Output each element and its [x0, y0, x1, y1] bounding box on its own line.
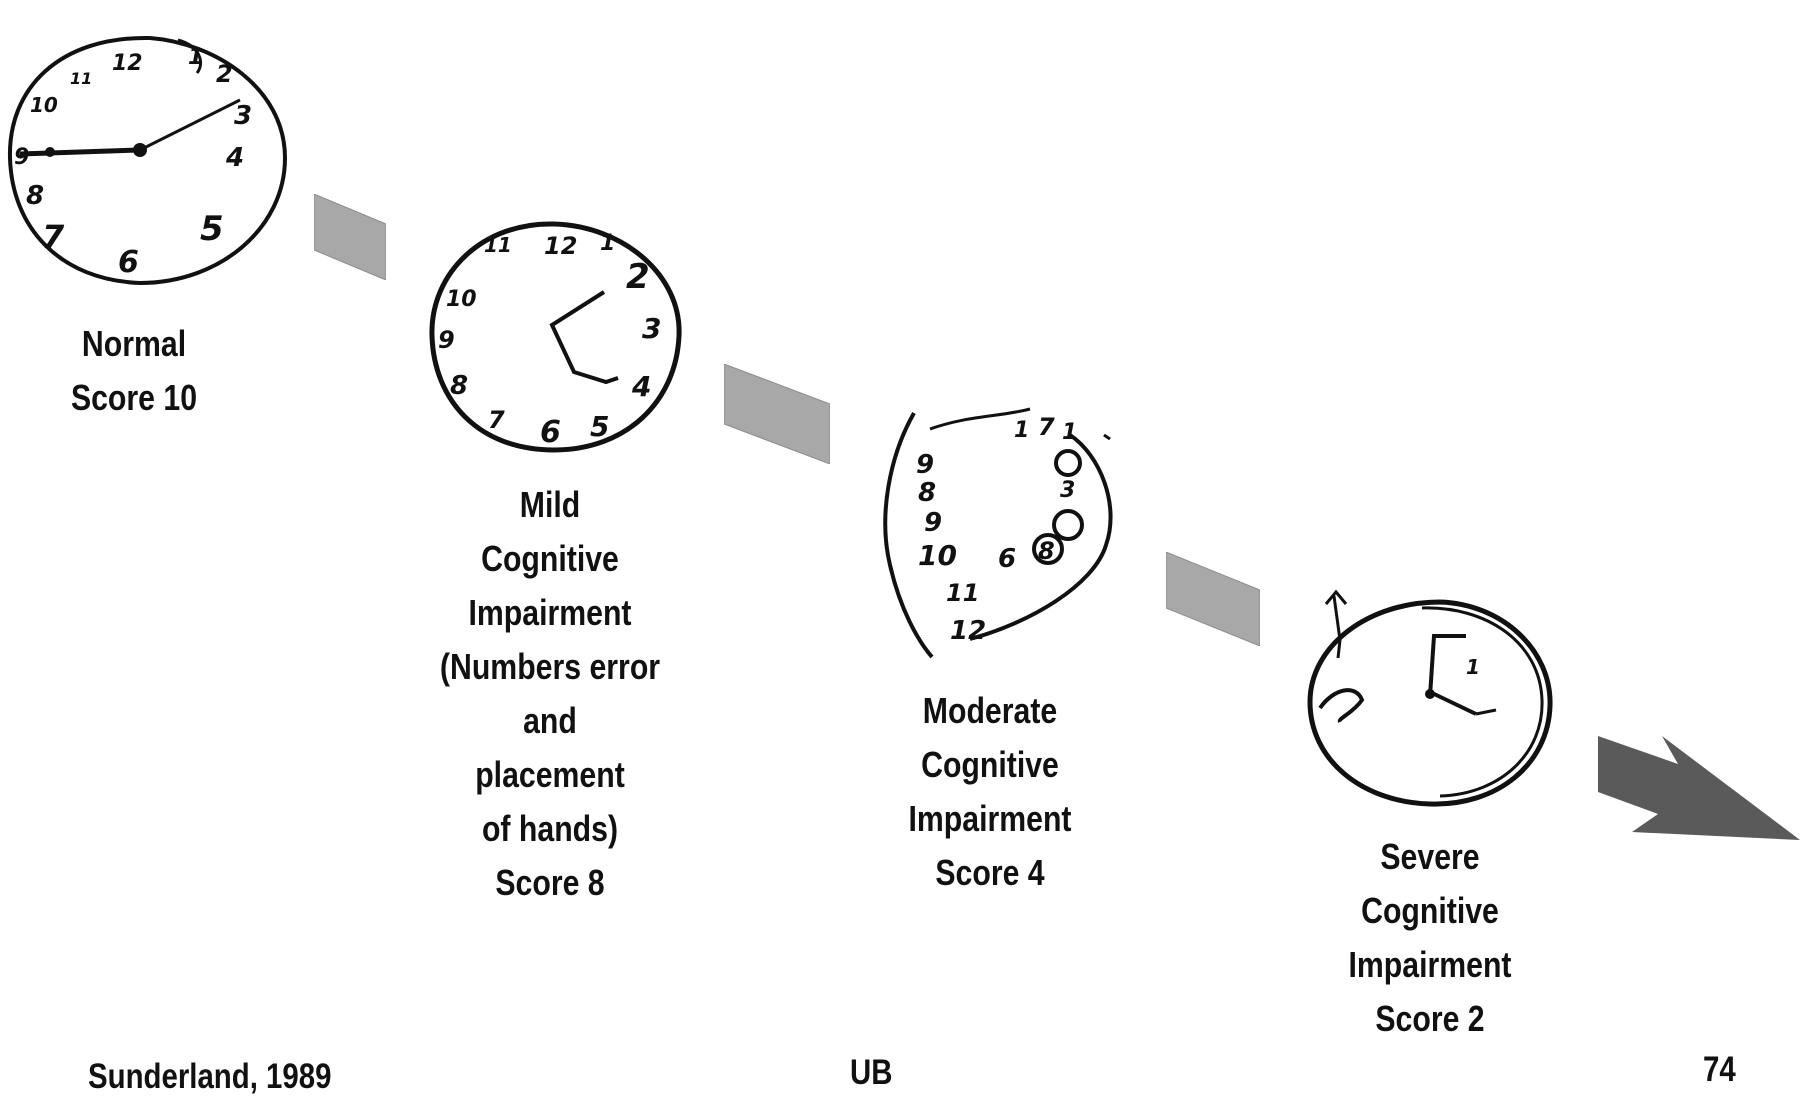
- stage-label-line: Severe: [1380, 836, 1480, 877]
- stage-label-line: Cognitive: [481, 538, 619, 579]
- svg-text:10: 10: [30, 93, 58, 117]
- stage-label-line: Score 4: [935, 852, 1045, 893]
- svg-text:11: 11: [484, 233, 512, 257]
- svg-text:11: 11: [946, 579, 979, 607]
- svg-text:4: 4: [225, 143, 244, 173]
- stage-label-line: Cognitive: [1361, 890, 1499, 931]
- svg-text:10: 10: [918, 539, 957, 572]
- progression-arrowhead-icon: [1598, 736, 1800, 840]
- svg-text:1: 1: [1062, 420, 1077, 445]
- svg-text:5: 5: [200, 209, 224, 249]
- svg-text:6: 6: [540, 415, 561, 450]
- svg-text:2: 2: [216, 60, 233, 88]
- svg-text:8: 8: [450, 371, 468, 401]
- svg-text:10: 10: [446, 287, 477, 312]
- stage-label-line: and: [523, 700, 577, 741]
- svg-text:9: 9: [14, 145, 29, 170]
- svg-text:6: 6: [118, 245, 139, 280]
- svg-text:8: 8: [918, 478, 936, 508]
- svg-text:2: 2: [626, 257, 650, 297]
- normal-clock-numeral: 12: [112, 51, 143, 76]
- progression-arrow-icon: [1166, 552, 1260, 646]
- svg-text:9: 9: [916, 450, 934, 480]
- page-number: 74: [1703, 1050, 1736, 1089]
- stage-label-line: of hands): [481, 808, 619, 849]
- stage-label-line: Score 8: [495, 862, 605, 903]
- moderate-stage-label: Moderate Cognitive Impairment Score 4: [864, 684, 1116, 900]
- svg-text:7: 7: [42, 218, 65, 256]
- progression-arrow-icon: [314, 194, 386, 280]
- footer-center-label: UB: [850, 1053, 893, 1092]
- svg-text:3: 3: [234, 101, 252, 131]
- stage-label-line: Moderate: [922, 690, 1058, 731]
- svg-text:7: 7: [488, 406, 505, 434]
- svg-text:9: 9: [438, 326, 455, 354]
- severe-clock-drawing-icon: 1: [1290, 588, 1560, 818]
- svg-text:3: 3: [1060, 478, 1075, 503]
- svg-text:5: 5: [590, 410, 609, 443]
- moderate-clock-drawing-icon: 7 1 1 3 9 8 9 10 11 12 6 8: [870, 395, 1130, 665]
- stage-label-line: Score 2: [1375, 998, 1485, 1039]
- stage-label-line: Mild: [519, 484, 581, 525]
- svg-text:1: 1: [1466, 655, 1480, 679]
- svg-text:1: 1: [1014, 418, 1029, 443]
- svg-text:4: 4: [631, 370, 651, 403]
- stage-label-line: Impairment: [908, 798, 1072, 839]
- normal-stage-label: Normal Score 10: [50, 317, 218, 425]
- svg-text:11: 11: [70, 69, 92, 88]
- normal-clock-drawing-icon: 12 1 2 3 4 5 6 7 8 9 10 11: [0, 18, 300, 298]
- svg-text:8: 8: [1038, 537, 1055, 565]
- stage-label-line: placement: [475, 754, 625, 795]
- stage-label-line: Impairment: [468, 592, 632, 633]
- stage-label-line: Impairment: [1348, 944, 1512, 985]
- svg-text:7: 7: [1038, 413, 1055, 441]
- svg-text:1: 1: [188, 45, 203, 70]
- svg-text:9: 9: [924, 508, 942, 538]
- svg-text:12: 12: [544, 232, 577, 260]
- stage-label-line: Normal: [81, 323, 187, 364]
- severe-stage-label: Severe Cognitive Impairment Score 2: [1304, 830, 1556, 1046]
- mild-clock-drawing-icon: 12 1 2 3 4 5 6 7 8 9 10 11: [414, 210, 694, 460]
- progression-arrow-icon: [724, 364, 830, 464]
- stage-label-line: (Numbers error: [439, 646, 661, 687]
- mild-stage-label: Mild Cognitive Impairment (Numbers error…: [424, 478, 676, 910]
- svg-text:3: 3: [642, 312, 661, 345]
- stage-label-line: Cognitive: [921, 744, 1059, 785]
- svg-text:12: 12: [950, 616, 986, 646]
- citation: Sunderland, 1989: [88, 1057, 332, 1096]
- svg-text:8: 8: [26, 181, 44, 211]
- stage-label-line: Score 10: [70, 377, 198, 418]
- svg-text:6: 6: [998, 544, 1016, 574]
- svg-text:1: 1: [600, 231, 615, 256]
